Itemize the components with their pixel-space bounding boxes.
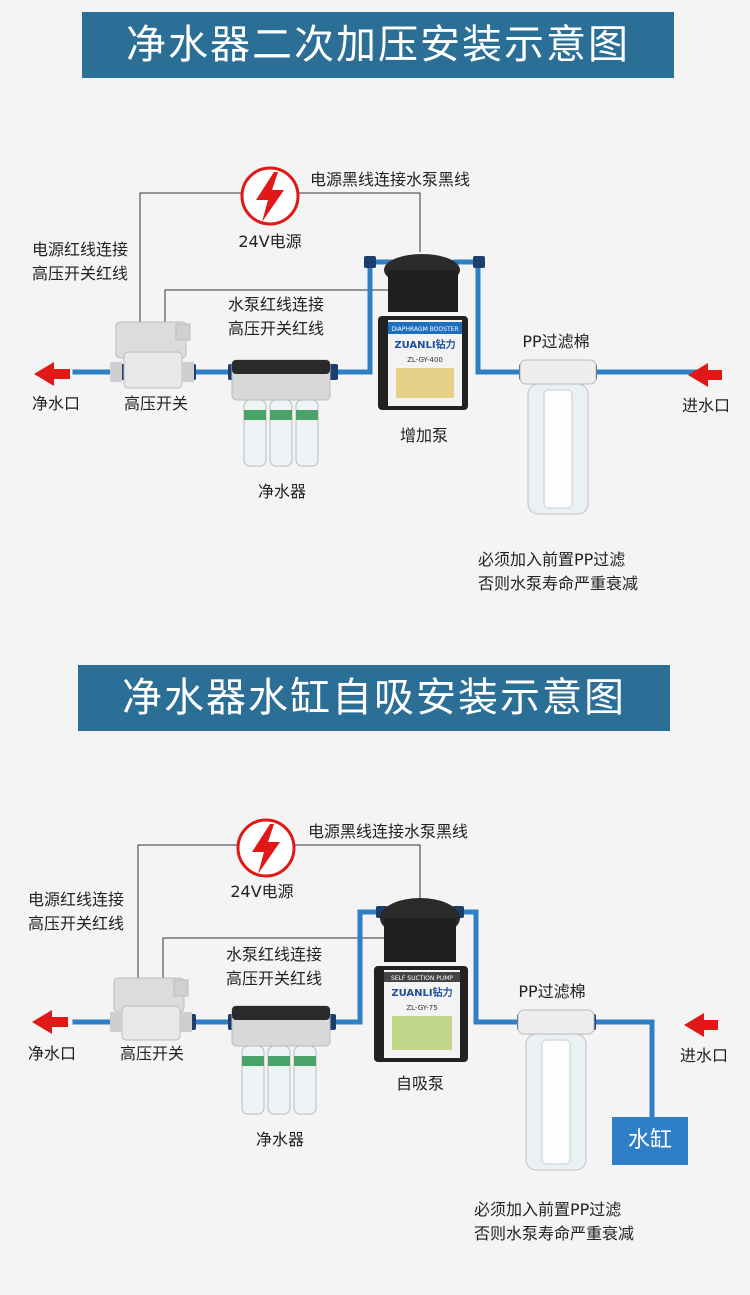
red-wire-label-line1: 电源红线连接 xyxy=(28,890,125,909)
pp-filter-label: PP过滤棉 xyxy=(522,332,590,351)
power-label: 24V电源 xyxy=(238,232,302,251)
diagram-title: 净水器水缸自吸安装示意图 xyxy=(78,665,670,731)
outlet-arrow xyxy=(32,1010,68,1034)
high-pressure-switch-icon xyxy=(110,977,192,1041)
switch-label: 高压开关 xyxy=(119,1044,185,1063)
inlet-label: 进水口 xyxy=(681,396,731,415)
pump-brand: ZUANLI钻力 xyxy=(394,338,455,351)
purifier-label: 净水器 xyxy=(257,482,307,501)
pp-filter-icon xyxy=(517,1009,595,1171)
pump-model: ZL-GY-400 xyxy=(407,356,443,364)
pump-label: 增加泵 xyxy=(399,426,449,445)
diagram-boost: 净水器二次加压安装示意图 xyxy=(0,0,750,640)
booster-pump-icon: DIAPHRAGM BOOSTER ZUANLI钻力 ZL-GY-400 xyxy=(378,254,468,410)
pump-wire-label-line1: 水泵红线连接 xyxy=(226,945,323,964)
outlet-label: 净水口 xyxy=(27,1044,77,1063)
wires xyxy=(137,844,421,980)
pump-wire-label-line2: 高压开关红线 xyxy=(228,319,325,338)
pump-band-text: SELF SUCTION PUMP xyxy=(391,975,453,982)
self-priming-pump-icon: SELF SUCTION PUMP ZUANLI钻力 ZL-GY-75 xyxy=(374,898,468,1062)
purifier-label: 净水器 xyxy=(255,1130,305,1149)
power-icon xyxy=(240,166,300,226)
note-line1: 必须加入前置PP过滤 xyxy=(474,1200,622,1219)
black-wire-label: 电源黑线连接水泵黑线 xyxy=(308,822,469,841)
high-pressure-switch-icon xyxy=(110,321,194,389)
note-line1: 必须加入前置PP过滤 xyxy=(478,550,626,569)
note-line2: 否则水泵寿命严重衰减 xyxy=(474,1224,635,1243)
outlet-arrow xyxy=(34,362,70,386)
power-label: 24V电源 xyxy=(230,882,294,901)
purifier-icon xyxy=(231,359,331,467)
pump-label: 自吸泵 xyxy=(395,1074,445,1093)
water-tank: 水缸 xyxy=(612,1117,688,1165)
inlet-label: 进水口 xyxy=(679,1046,729,1065)
schematic: SELF SUCTION PUMP ZUANLI钻力 ZL-GY-75 xyxy=(32,818,718,1171)
inlet-arrow xyxy=(684,1013,718,1037)
wires xyxy=(139,192,421,330)
pump-wire-label-line1: 水泵红线连接 xyxy=(228,295,325,314)
switch-label: 高压开关 xyxy=(123,394,189,413)
diagram-tank-suction: 净水器水缸自吸安装示意图 xyxy=(0,650,750,1290)
red-wire-label-line2: 高压开关红线 xyxy=(32,264,129,283)
outlet-label: 净水口 xyxy=(31,394,81,413)
purifier-icon xyxy=(231,1005,331,1115)
red-wire-label-line1: 电源红线连接 xyxy=(32,240,129,259)
red-wire-label-line2: 高压开关红线 xyxy=(28,914,125,933)
pump-model: ZL-GY-75 xyxy=(406,1004,437,1012)
pump-band-text: DIAPHRAGM BOOSTER xyxy=(391,326,458,333)
black-wire-label: 电源黑线连接水泵黑线 xyxy=(310,170,471,189)
pump-brand: ZUANLI钻力 xyxy=(391,986,452,999)
power-icon xyxy=(236,818,296,878)
schematic: DIAPHRAGM BOOSTER ZUANLI钻力 ZL-GY-400 xyxy=(34,166,722,515)
pp-filter-label: PP过滤棉 xyxy=(518,982,586,1001)
note-line2: 否则水泵寿命严重衰减 xyxy=(478,574,639,593)
inlet-arrow xyxy=(688,363,722,387)
pp-filter-icon xyxy=(519,359,597,515)
diagram-title: 净水器二次加压安装示意图 xyxy=(82,12,674,78)
pump-wire-label-line2: 高压开关红线 xyxy=(226,969,323,988)
